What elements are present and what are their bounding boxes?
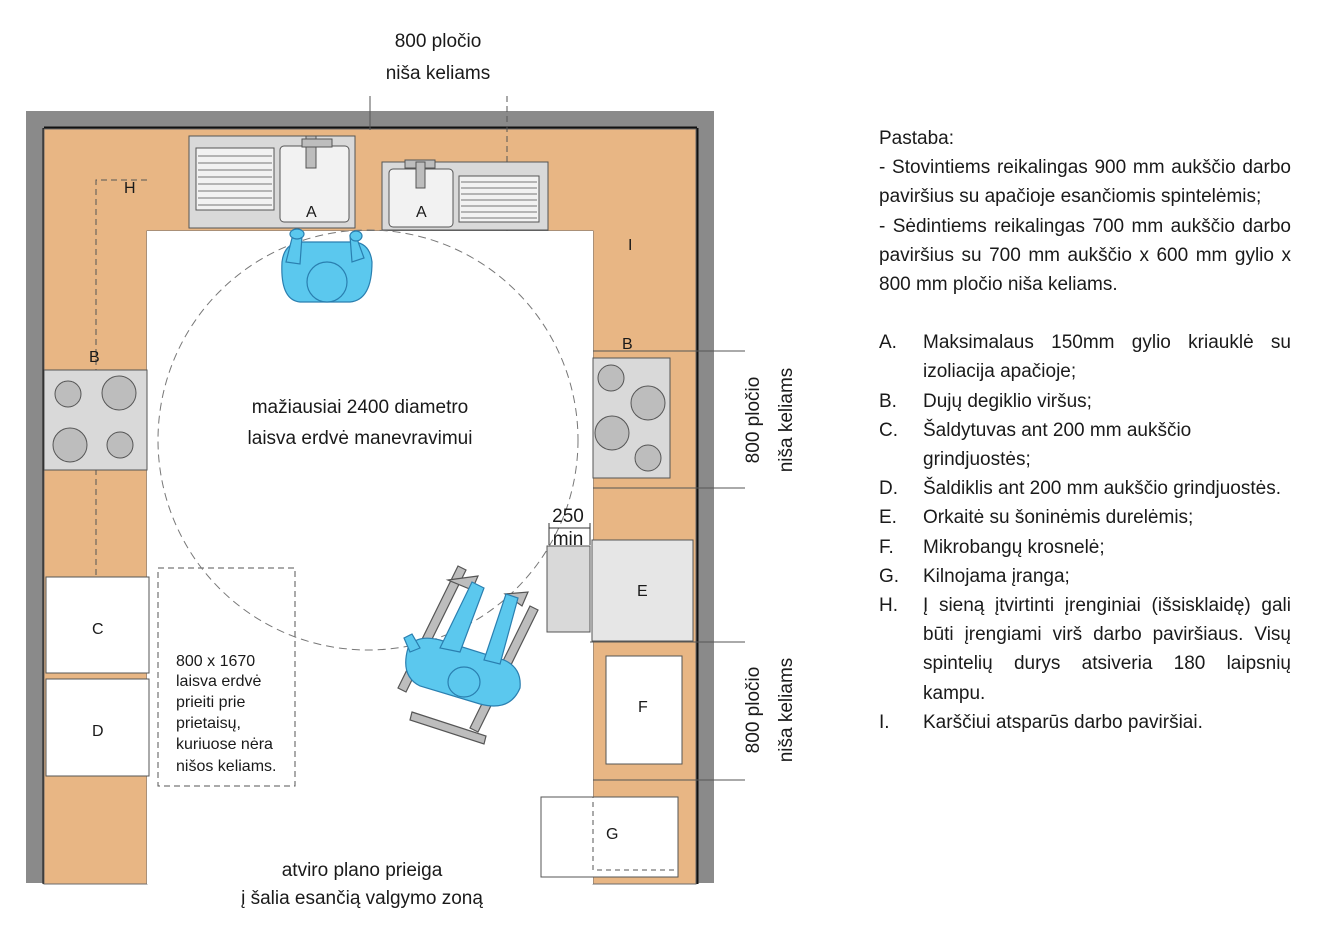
legend-item-i: I.Karščiui atsparūs darbo paviršiai. (879, 711, 1203, 733)
marker-oven: E (637, 583, 648, 600)
appliance-access-line6: nišos keliams. (176, 758, 276, 775)
appliance-access-line2: laisva erdvė (176, 673, 261, 690)
marker-wall-units: H (124, 180, 136, 197)
marker-microwave: F (638, 699, 648, 716)
marker-fridge: C (92, 621, 104, 638)
oven-door (546, 545, 591, 633)
note-standing: - Stovintiems reikalingas 900 mm aukščio… (879, 157, 1291, 208)
marker-freezer: D (92, 723, 104, 740)
side-niche-label-2-line1: 800 pločio (743, 667, 764, 754)
clearance-marker (548, 523, 591, 545)
floor-area (147, 231, 593, 884)
legend-item-a: A.Maksimalaus 150mm gylio kriauklė su iz… (879, 332, 1291, 383)
sink-1 (188, 135, 356, 229)
wall-left (26, 111, 44, 883)
open-plan-label-line1: atviro plano prieiga (282, 860, 443, 881)
turning-space-label-line2: laisva erdvė manevravimui (248, 428, 473, 449)
appliance-access-line4: prietaisų, (176, 715, 241, 732)
top-niche-label-line2: niša keliams (386, 63, 491, 84)
turning-space-label-line1: mažiausiai 2400 diametro (252, 397, 469, 418)
sink-2 (381, 159, 549, 231)
oven (591, 539, 694, 642)
marker-heat-surface: I (628, 237, 632, 254)
clearance-value: 250 (552, 506, 584, 527)
legend-item-c: C.Šaldytuvas ant 200 mm aukščio grindjuo… (879, 419, 1192, 471)
marker-mobile: G (606, 826, 618, 843)
side-niche-label-1-line2: niša keliams (776, 368, 797, 473)
open-plan-label-line2: į šalia esančią valgymo zoną (241, 888, 483, 909)
notes-title: Pastaba: (879, 128, 954, 149)
appliance-access-line3: prieiti prie (176, 694, 245, 711)
legend-item-g: G.Kilnojama įranga; (879, 565, 1070, 587)
kitchen-floor-plan: 800 pločio niša keliams 800 pločio niša … (26, 31, 797, 909)
note-seated: - Sėdintiems reikalingas 700 mm aukščio … (879, 215, 1291, 296)
hob-left (43, 369, 148, 471)
appliance-access-line1: 800 x 1670 (176, 653, 255, 670)
microwave (605, 655, 683, 765)
notes-panel: Pastaba: - Stovintiems reikalingas 900 m… (879, 124, 1291, 737)
legend-item-h: H.Į sieną įtvirtinti įrenginiai (išsiskl… (879, 595, 1291, 704)
fridge (45, 576, 150, 674)
side-niche-label-2-line2: niša keliams (776, 658, 797, 763)
legend-item-f: F.Mikrobangų krosnelė; (879, 536, 1105, 558)
freezer (45, 678, 150, 777)
marker-sink-2: A (416, 204, 427, 221)
mobile-equipment (540, 796, 679, 878)
marker-hob-right: B (622, 336, 633, 353)
legend-item-e: E.Orkaitė su šoninėmis durelėmis; (879, 507, 1194, 529)
legend-item-b: B.Dujų degiklio viršus; (879, 390, 1092, 412)
wall-right (696, 111, 714, 883)
turning-circle (157, 229, 579, 651)
appliance-access-zone (157, 567, 296, 787)
hob-right (592, 357, 671, 479)
side-niche-label-1-line1: 800 pločio (743, 377, 764, 464)
wheelchair-user-figure (397, 565, 539, 745)
clearance-unit: min (553, 529, 584, 550)
appliance-access-line5: kuriuose nėra (176, 736, 273, 753)
marker-hob-left: B (89, 349, 100, 366)
marker-sink-1: A (306, 204, 317, 221)
standing-person-figure (281, 228, 373, 303)
top-niche-label-line1: 800 pločio (395, 31, 482, 52)
legend-item-d: D.Šaldiklis ant 200 mm aukščio grindjuos… (879, 478, 1282, 500)
